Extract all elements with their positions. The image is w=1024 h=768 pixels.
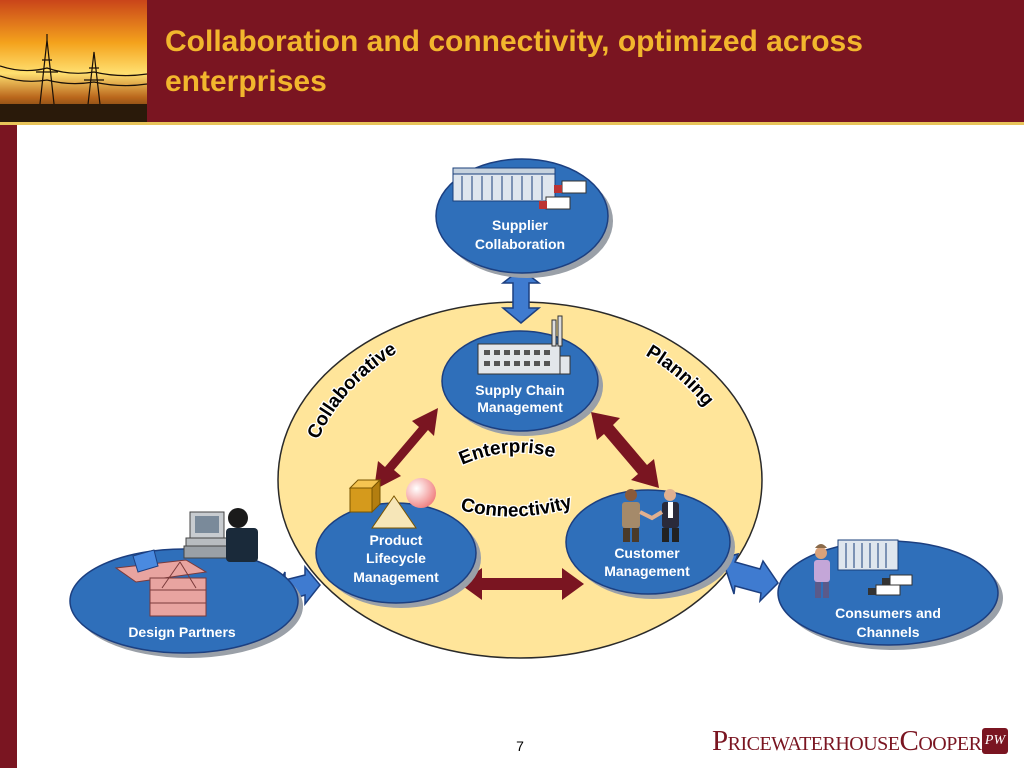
logo-mark-icon: PW bbox=[982, 728, 1008, 754]
arrow-supplychain-product bbox=[374, 408, 438, 490]
supplier-label-line: Collaboration bbox=[475, 236, 565, 252]
desk-icon bbox=[114, 549, 208, 617]
consumers-label-line: Consumers and bbox=[835, 605, 941, 621]
product-lifecycle-label-line: Product bbox=[370, 532, 423, 548]
left-accent-bar bbox=[0, 125, 17, 768]
header-background bbox=[0, 0, 1024, 125]
office-worker-icon bbox=[183, 508, 258, 562]
product-lifecycle-label-line: Management bbox=[353, 569, 439, 585]
design-partners-label-line: Design Partners bbox=[128, 624, 236, 640]
logo-text: PricewaterhouseCoopers bbox=[712, 725, 993, 757]
factory-icon bbox=[477, 315, 571, 375]
supplier-label-line: Supplier bbox=[492, 217, 549, 233]
node-design-partners-label: Design Partners bbox=[128, 624, 236, 640]
consumers-label-line: Channels bbox=[856, 624, 919, 640]
product-lifecycle-label-line: Lifecycle bbox=[366, 550, 426, 566]
customer-label-line: Management bbox=[604, 563, 690, 579]
warehouse-truck-icon bbox=[452, 167, 587, 210]
arrow-product-customer bbox=[460, 568, 584, 600]
slide-title: Collaboration and connectivity, optimize… bbox=[165, 25, 863, 98]
shapes-icon bbox=[348, 478, 436, 529]
page-number: 7 bbox=[516, 738, 524, 754]
header-bar bbox=[0, 0, 1024, 125]
shopper-warehouse-icon bbox=[814, 539, 913, 598]
node-design-partners: Design Partners bbox=[69, 508, 303, 658]
supply-chain-label-line: Management bbox=[477, 399, 563, 415]
customer-label-line: Customer bbox=[614, 545, 680, 561]
header-photo bbox=[0, 0, 148, 123]
arrow-supplier-supplychain bbox=[500, 268, 542, 324]
arrow-customer-consumers bbox=[721, 552, 779, 604]
arrow-supplychain-customer bbox=[591, 412, 659, 488]
handshake-people-icon bbox=[622, 489, 679, 542]
supply-chain-label-line: Supply Chain bbox=[475, 382, 564, 398]
